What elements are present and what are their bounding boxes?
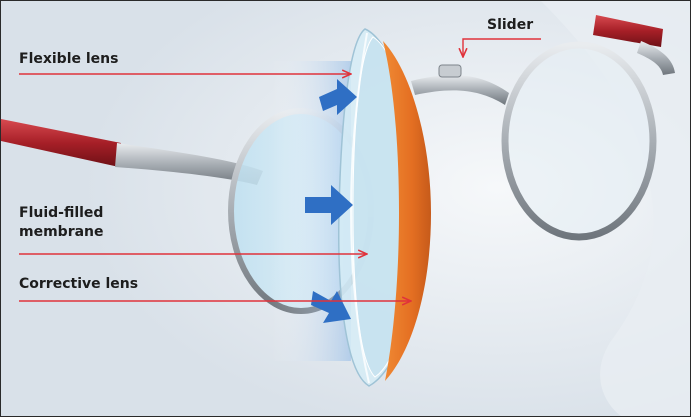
- right-lens-rim: [505, 45, 653, 237]
- label-slider: Slider: [487, 16, 533, 35]
- label-fluid-filled-membrane: Fluid-filled membrane: [19, 204, 104, 242]
- label-fluid-filled-line2: membrane: [19, 223, 104, 242]
- label-flexible-lens: Flexible lens: [19, 50, 118, 69]
- label-corrective-lens: Corrective lens: [19, 275, 138, 294]
- slider-part: [439, 65, 461, 77]
- label-fluid-filled-line1: Fluid-filled: [19, 204, 104, 223]
